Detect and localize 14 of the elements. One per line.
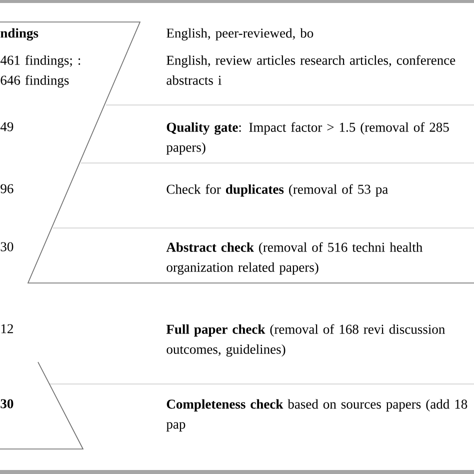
stage-count: 461 findings; : 646 findings [0, 55, 80, 88]
stage-count: 30 [0, 242, 14, 252]
stage-description: Check for duplicates (removal of 53 pa [166, 184, 388, 197]
stage-count: 49 [0, 122, 14, 132]
stage-description: Full paper check (removal of 168 revi discussion outcomes, guidelines) [166, 324, 445, 357]
stage-count: 96 [0, 184, 14, 194]
stage-description: Abstract check (removal of 516 techni health organization related papers) [166, 242, 422, 275]
stage-heading: ndings [0, 28, 38, 41]
stage-count: 12 [1, 324, 13, 334]
stage-count: 30 [0, 399, 14, 408]
stage-description: Quality gate: Impact factor > 1.5 (removal of 285 papers) [166, 122, 449, 155]
stage-description: English, peer-reviewed, bo [166, 28, 314, 40]
stage-description: Completeness check based on sources papers (add 18 pap [166, 399, 468, 432]
stage-description: English, review articles research articles, conference abstracts i [166, 55, 456, 85]
